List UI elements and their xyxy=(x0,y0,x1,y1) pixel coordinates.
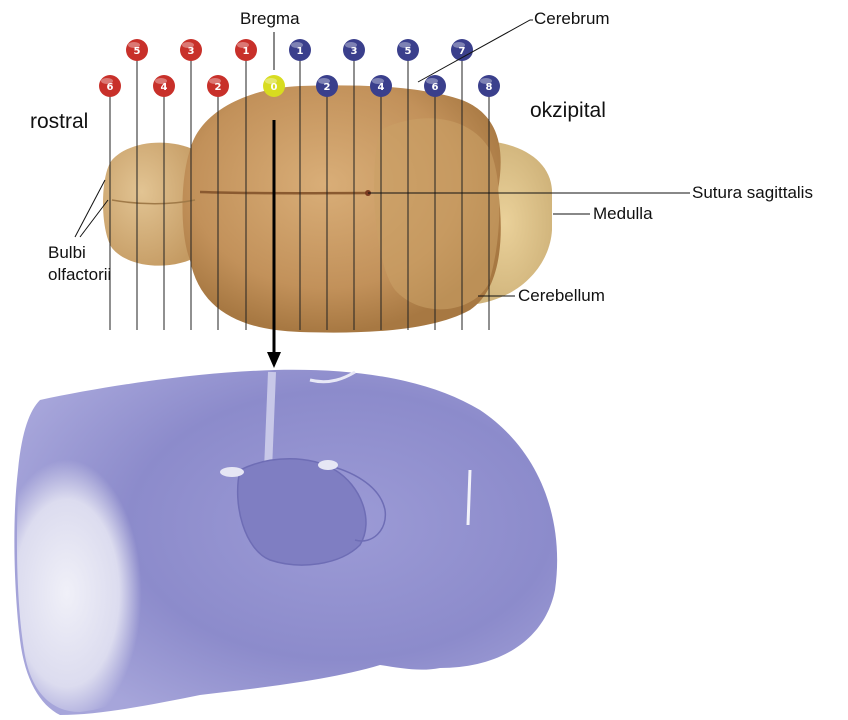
label-cerebellum: Cerebellum xyxy=(518,286,605,305)
marker-ball-blue-5: 5 xyxy=(397,39,419,61)
marker-ball-red-3: 3 xyxy=(180,39,202,61)
marker-ball-blue-4: 4 xyxy=(370,75,392,97)
label-cerebrum: Cerebrum xyxy=(534,9,610,28)
label-bulbi: Bulbi xyxy=(48,243,86,262)
marker-number: 1 xyxy=(297,46,304,57)
marker-number: 4 xyxy=(161,82,168,93)
marker-ball-yellow-0: 0 xyxy=(263,75,285,97)
marker-ball-blue-6: 6 xyxy=(424,75,446,97)
marker-ball-red-4: 4 xyxy=(153,75,175,97)
cerebellum-region xyxy=(374,118,499,309)
marker-number: 4 xyxy=(378,82,385,93)
marker-number: 6 xyxy=(107,82,114,93)
marker-ball-red-5: 5 xyxy=(126,39,148,61)
label-okzipital: okzipital xyxy=(530,99,606,122)
marker-ball-blue-8: 8 xyxy=(478,75,500,97)
marker-ball-red-2: 2 xyxy=(207,75,229,97)
marker-number: 3 xyxy=(188,46,195,57)
marker-ball-red-6: 6 xyxy=(99,75,121,97)
ventricle-gap-left xyxy=(220,467,244,477)
marker-number: 5 xyxy=(134,46,141,57)
label-olfactorii: olfactorii xyxy=(48,265,111,284)
marker-ball-blue-1: 1 xyxy=(289,39,311,61)
marker-number: 1 xyxy=(243,46,250,57)
marker-number: 7 xyxy=(459,46,466,57)
marker-number: 2 xyxy=(324,82,331,93)
ventricle-gap-right xyxy=(318,460,338,470)
label-sutura-sagittalis: Sutura sagittalis xyxy=(692,183,813,202)
coronal-section xyxy=(14,370,557,715)
marker-number: 3 xyxy=(351,46,358,57)
sutura-line xyxy=(200,192,370,193)
section-crack xyxy=(468,470,470,525)
marker-number: 2 xyxy=(215,82,222,93)
marker-ball-blue-3: 3 xyxy=(343,39,365,61)
marker-ball-red-1: 1 xyxy=(235,39,257,61)
marker-number: 5 xyxy=(405,46,412,57)
label-medulla: Medulla xyxy=(593,204,653,223)
label-bregma: Bregma xyxy=(240,9,300,28)
marker-number: 0 xyxy=(271,82,278,93)
marker-number: 8 xyxy=(486,82,493,93)
marker-number: 6 xyxy=(432,82,439,93)
midline-fissure xyxy=(268,372,272,470)
label-rostral: rostral xyxy=(30,110,88,133)
marker-ball-blue-2: 2 xyxy=(316,75,338,97)
